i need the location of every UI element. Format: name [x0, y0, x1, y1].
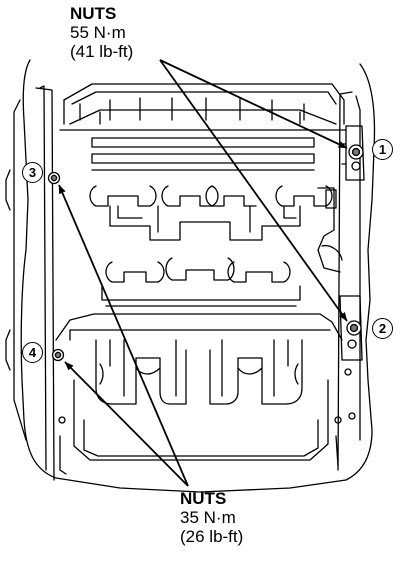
nut-icon	[47, 171, 61, 185]
torque-nm: 35 N·m	[180, 508, 236, 528]
torque-callout-top: NUTS 55 N·m (41 lb-ft)	[70, 4, 133, 61]
leader-to-nut-3	[58, 184, 189, 487]
nut-icon	[51, 348, 65, 362]
lower-frame	[55, 313, 343, 341]
upper-frame	[63, 83, 345, 125]
marker-3: 3	[22, 162, 43, 183]
leader-lines	[58, 59, 348, 487]
torque-nm: 55 N·m	[70, 23, 126, 43]
nut-icon	[346, 320, 362, 336]
leader-to-nut-4	[64, 361, 189, 487]
callout-title: NUTS	[70, 4, 117, 23]
torque-callout-bottom: NUTS 35 N·m (26 lb-ft)	[180, 489, 243, 546]
leader-to-nut-2	[159, 59, 348, 322]
callout-title: NUTS	[180, 489, 227, 508]
nut-icon	[348, 144, 364, 160]
leader-to-nut-1	[159, 59, 348, 149]
bracket-1	[345, 125, 365, 181]
marker-4: 4	[22, 342, 43, 363]
torque-lbft: (26 lb-ft)	[180, 527, 244, 547]
marker-2: 2	[372, 318, 393, 339]
marker-1: 1	[372, 139, 393, 160]
torque-lbft: (41 lb-ft)	[70, 42, 134, 62]
